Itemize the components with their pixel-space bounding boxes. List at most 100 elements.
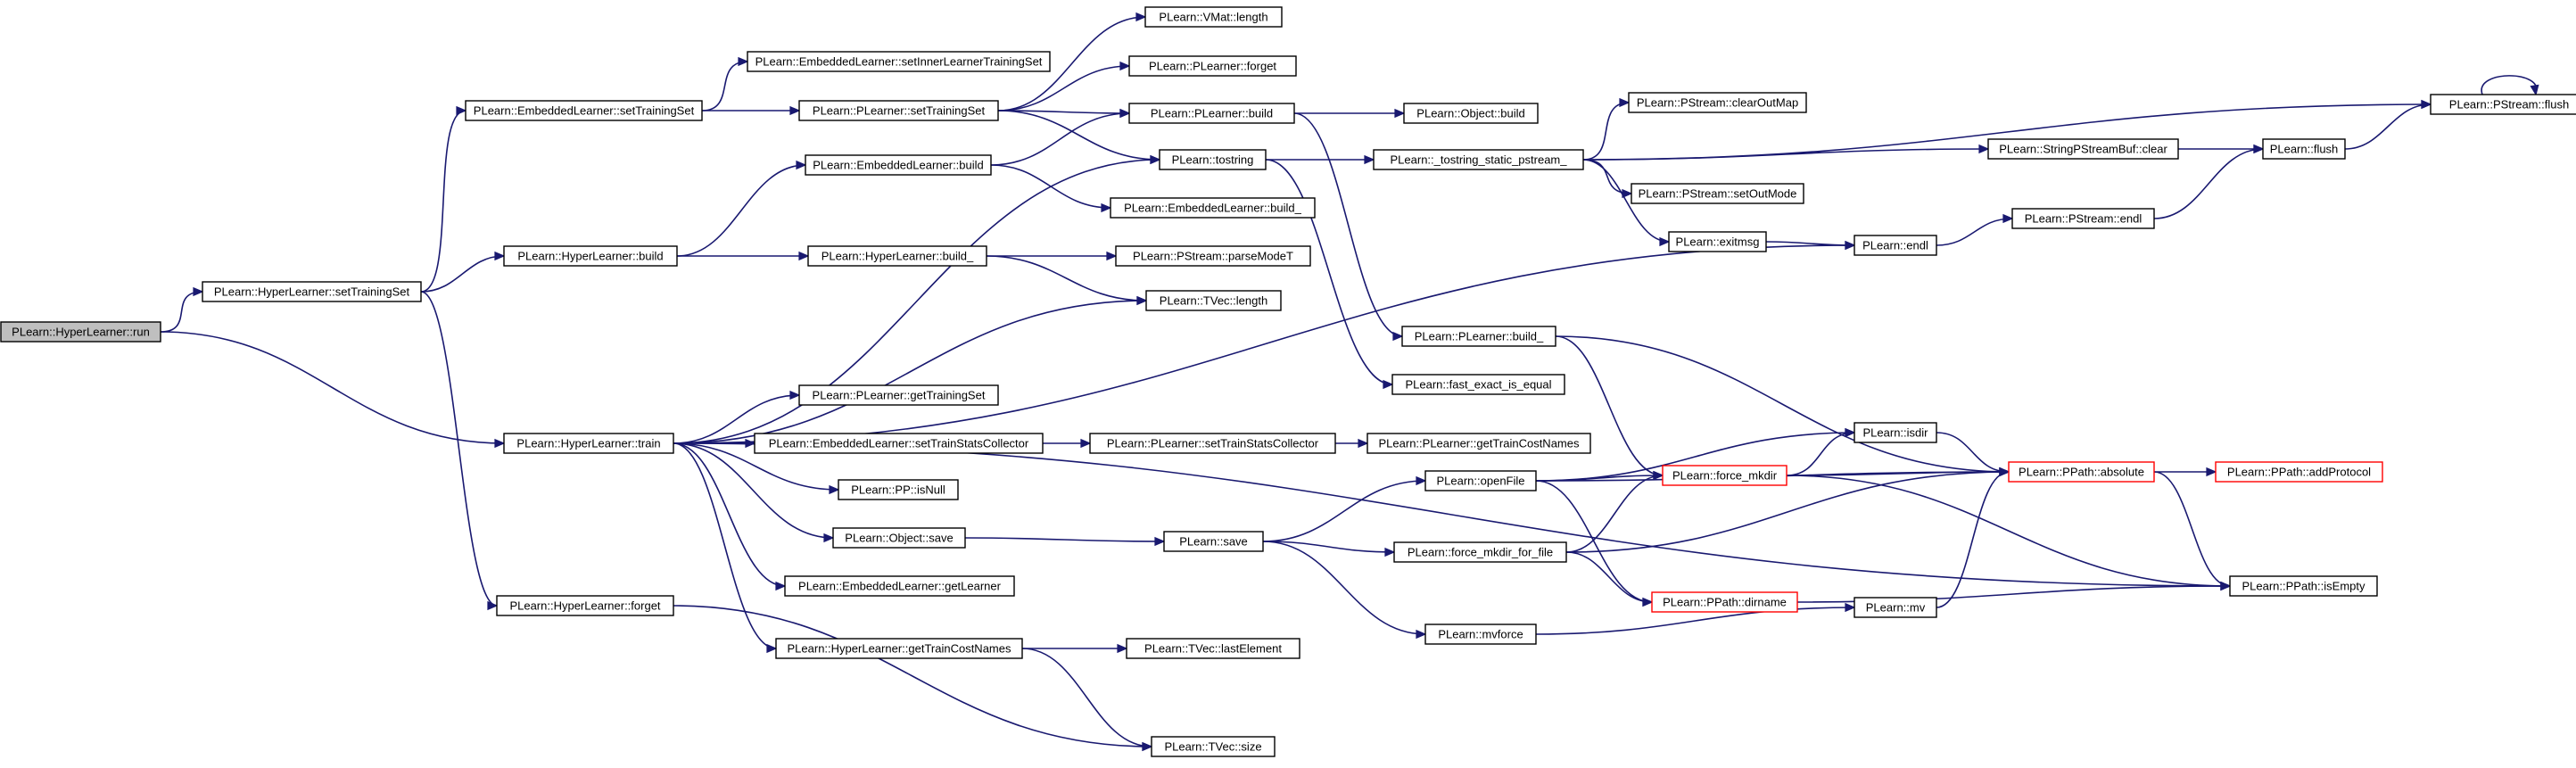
edge-save-to-force-mkdir-for-file	[1262, 541, 1395, 553]
node-tvec-lastelement[interactable]: PLearn::TVec::lastElement	[1126, 638, 1300, 659]
edge-tostring-to-tostring-static-arrowhead	[1364, 154, 1375, 165]
node-box	[1424, 623, 1537, 645]
node-box	[754, 433, 1044, 454]
node-ps-clearoutmap[interactable]: PLearn::PStream::clearOutMap	[1628, 92, 1807, 113]
node-box	[1854, 422, 1937, 443]
node-hl-build[interactable]: PLearn::HyperLearner::build	[503, 245, 678, 267]
node-pl-build[interactable]: PLearn::PLearner::build_	[1401, 326, 1556, 347]
node-fast-exact[interactable]: PLearn::fast_exact_is_equal	[1391, 374, 1565, 395]
node-label: PLearn::HyperLearner::build_	[822, 250, 974, 263]
node-pl-build[interactable]: PLearn::PLearner::build	[1128, 103, 1295, 124]
node-pl-settrainstats[interactable]: PLearn::PLearner::setTrainStatsCollector	[1089, 433, 1336, 454]
node-pp-isnull[interactable]: PLearn::PP::isNull	[838, 479, 959, 500]
node-el-getlearner[interactable]: PLearn::EmbeddedLearner::getLearner	[784, 575, 1015, 597]
node-pp-absolute[interactable]: PLearn::PPath::absolute	[2008, 461, 2155, 483]
node-tvec-length[interactable]: PLearn::TVec::length	[1145, 290, 1282, 311]
edge-spsb-clear-to-flush-arrowhead	[2253, 144, 2265, 154]
node-flush[interactable]: PLearn::flush	[2262, 138, 2346, 160]
node-exitmsg[interactable]: PLearn::exitmsg	[1668, 231, 1767, 252]
node-label: PLearn::TVec::lastElement	[1144, 642, 1282, 656]
node-force-mkdir-for-file[interactable]: PLearn::force_mkdir_for_file	[1393, 541, 1567, 563]
node-box	[807, 245, 987, 267]
node-label: PLearn::EmbeddedLearner::getLearner	[798, 580, 1002, 593]
edge-hl-train-to-el-getlearner-arrowhead	[775, 581, 787, 591]
node-save[interactable]: PLearn::save	[1163, 531, 1264, 552]
edge-save-to-mvforce-arrowhead	[1416, 629, 1427, 640]
edge-hl-settrainingset-to-hl-build-arrowhead	[494, 251, 506, 261]
node-pp-addprotocol[interactable]: PLearn::PPath::addProtocol	[2215, 461, 2383, 483]
node-pl-settrainingset[interactable]: PLearn::PLearner::setTrainingSet	[798, 100, 999, 121]
node-obj-save[interactable]: PLearn::Object::save	[832, 527, 966, 549]
node-tostring[interactable]: PLearn::tostring	[1159, 149, 1267, 170]
node-box	[1159, 149, 1267, 170]
edge-save-to-mvforce	[1262, 541, 1426, 635]
edge-hl-forget-to-tvec-size-arrowhead	[1142, 741, 1153, 752]
node-box	[1163, 531, 1264, 552]
edge-hl-build-to-tvec-length	[986, 255, 1147, 301]
edge-force-mkdir-to-isdir	[1786, 432, 1855, 476]
node-pl-gettraincost[interactable]: PLearn::PLearner::getTrainCostNames	[1366, 433, 1591, 454]
node-box	[784, 575, 1015, 597]
node-tostring-static[interactable]: PLearn::_tostring_static_pstream_	[1373, 149, 1584, 170]
node-ps-setoutmode[interactable]: PLearn::PStream::setOutMode	[1631, 183, 1804, 204]
node-ps-parsemodet[interactable]: PLearn::PStream::parseModeT	[1115, 245, 1311, 267]
edge-hl-train-to-tvec-length-arrowhead	[1136, 295, 1148, 306]
node-label: PLearn::PStream::endl	[2025, 212, 2143, 226]
node-run[interactable]: PLearn::HyperLearner::run	[0, 321, 161, 343]
node-label: PLearn::VMat::length	[1159, 11, 1267, 24]
edge-pl-settrainingset-to-pl-forget	[997, 65, 1130, 111]
node-hl-forget[interactable]: PLearn::HyperLearner::forget	[496, 595, 674, 616]
node-el-settrainstats[interactable]: PLearn::EmbeddedLearner::setTrainStatsCo…	[754, 433, 1044, 454]
edge-flush-to-ps-flush-arrowhead	[2421, 99, 2432, 110]
node-force-mkdir[interactable]: PLearn::force_mkdir	[1662, 465, 1788, 486]
node-box	[1401, 326, 1556, 347]
edge-hl-train-to-tostring-arrowhead	[1150, 154, 1161, 165]
node-box	[202, 281, 422, 302]
node-pl-gettrainingset[interactable]: PLearn::PLearner::getTrainingSet	[798, 384, 999, 406]
node-box	[1393, 541, 1567, 563]
edge-mv-to-pp-absolute	[1936, 471, 2010, 608]
edge-hl-train-to-obj-save	[673, 442, 834, 539]
edge-hl-settrainingset-to-el-settrainingset-arrowhead	[456, 105, 467, 116]
edge-obj-save-to-save-arrowhead	[1154, 536, 1166, 547]
edge-mvforce-to-mv-arrowhead	[1845, 602, 1856, 613]
node-hl-settrainingset[interactable]: PLearn::HyperLearner::setTrainingSet	[202, 281, 422, 302]
node-label: PLearn::PStream::parseModeT	[1133, 250, 1293, 263]
node-tvec-size[interactable]: PLearn::TVec::size	[1151, 736, 1276, 757]
node-label: PLearn::endl	[1862, 239, 1928, 252]
node-box	[503, 245, 678, 267]
node-el-setinner[interactable]: PLearn::EmbeddedLearner::setInnerLearner…	[747, 51, 1051, 72]
node-hl-gettraincost[interactable]: PLearn::HyperLearner::getTrainCostNames	[775, 638, 1023, 659]
node-vmat-length[interactable]: PLearn::VMat::length	[1144, 6, 1283, 28]
node-ps-flush[interactable]: PLearn::PStream::flush	[2430, 94, 2576, 115]
node-label: PLearn::Object::save	[845, 532, 953, 545]
edge-pl-settrainingset-to-pl-forget-arrowhead	[1119, 61, 1131, 71]
edge-save-to-openfile	[1262, 480, 1426, 542]
edge-pl-build-to-pp-absolute	[1555, 335, 2010, 473]
node-hl-build[interactable]: PLearn::HyperLearner::build_	[807, 245, 987, 267]
node-obj-build[interactable]: PLearn::Object::build	[1403, 103, 1539, 124]
node-isdir[interactable]: PLearn::isdir	[1854, 422, 1937, 443]
node-pp-dirname[interactable]: PLearn::PPath::dirname	[1651, 591, 1798, 613]
node-el-settrainingset[interactable]: PLearn::EmbeddedLearner::setTrainingSet	[465, 100, 703, 121]
node-endl[interactable]: PLearn::endl	[1854, 235, 1937, 256]
edge-el-settrainingset-to-el-setinner-arrowhead	[738, 56, 749, 67]
node-box	[496, 595, 674, 616]
edge-el-settrainstats-to-pl-settrainstats-arrowhead	[1080, 438, 1092, 449]
node-spsb-clear[interactable]: PLearn::StringPStreamBuf::clear	[1987, 138, 2179, 160]
node-mvforce[interactable]: PLearn::mvforce	[1424, 623, 1537, 645]
node-pp-isempty[interactable]: PLearn::PPath::isEmpty	[2229, 575, 2378, 597]
node-ps-endl[interactable]: PLearn::PStream::endl	[2011, 208, 2155, 229]
edge-openfile-to-isdir	[1535, 432, 1855, 482]
node-hl-train[interactable]: PLearn::HyperLearner::train	[503, 433, 674, 454]
node-label: PLearn::EmbeddedLearner::build	[813, 159, 984, 172]
node-openfile[interactable]: PLearn::openFile	[1424, 470, 1537, 491]
node-mv[interactable]: PLearn::mv	[1854, 597, 1937, 618]
edge-ps-endl-to-flush	[2153, 148, 2264, 219]
node-pl-forget[interactable]: PLearn::PLearner::forget	[1128, 55, 1297, 77]
node-label: PLearn::PPath::isEmpty	[2242, 580, 2365, 593]
node-el-build[interactable]: PLearn::EmbeddedLearner::build_	[1110, 197, 1316, 219]
node-el-build[interactable]: PLearn::EmbeddedLearner::build	[805, 154, 992, 176]
edge-el-build-to-pl-build-arrowhead	[1119, 108, 1131, 119]
edge-isdir-to-pp-absolute	[1936, 432, 2010, 473]
